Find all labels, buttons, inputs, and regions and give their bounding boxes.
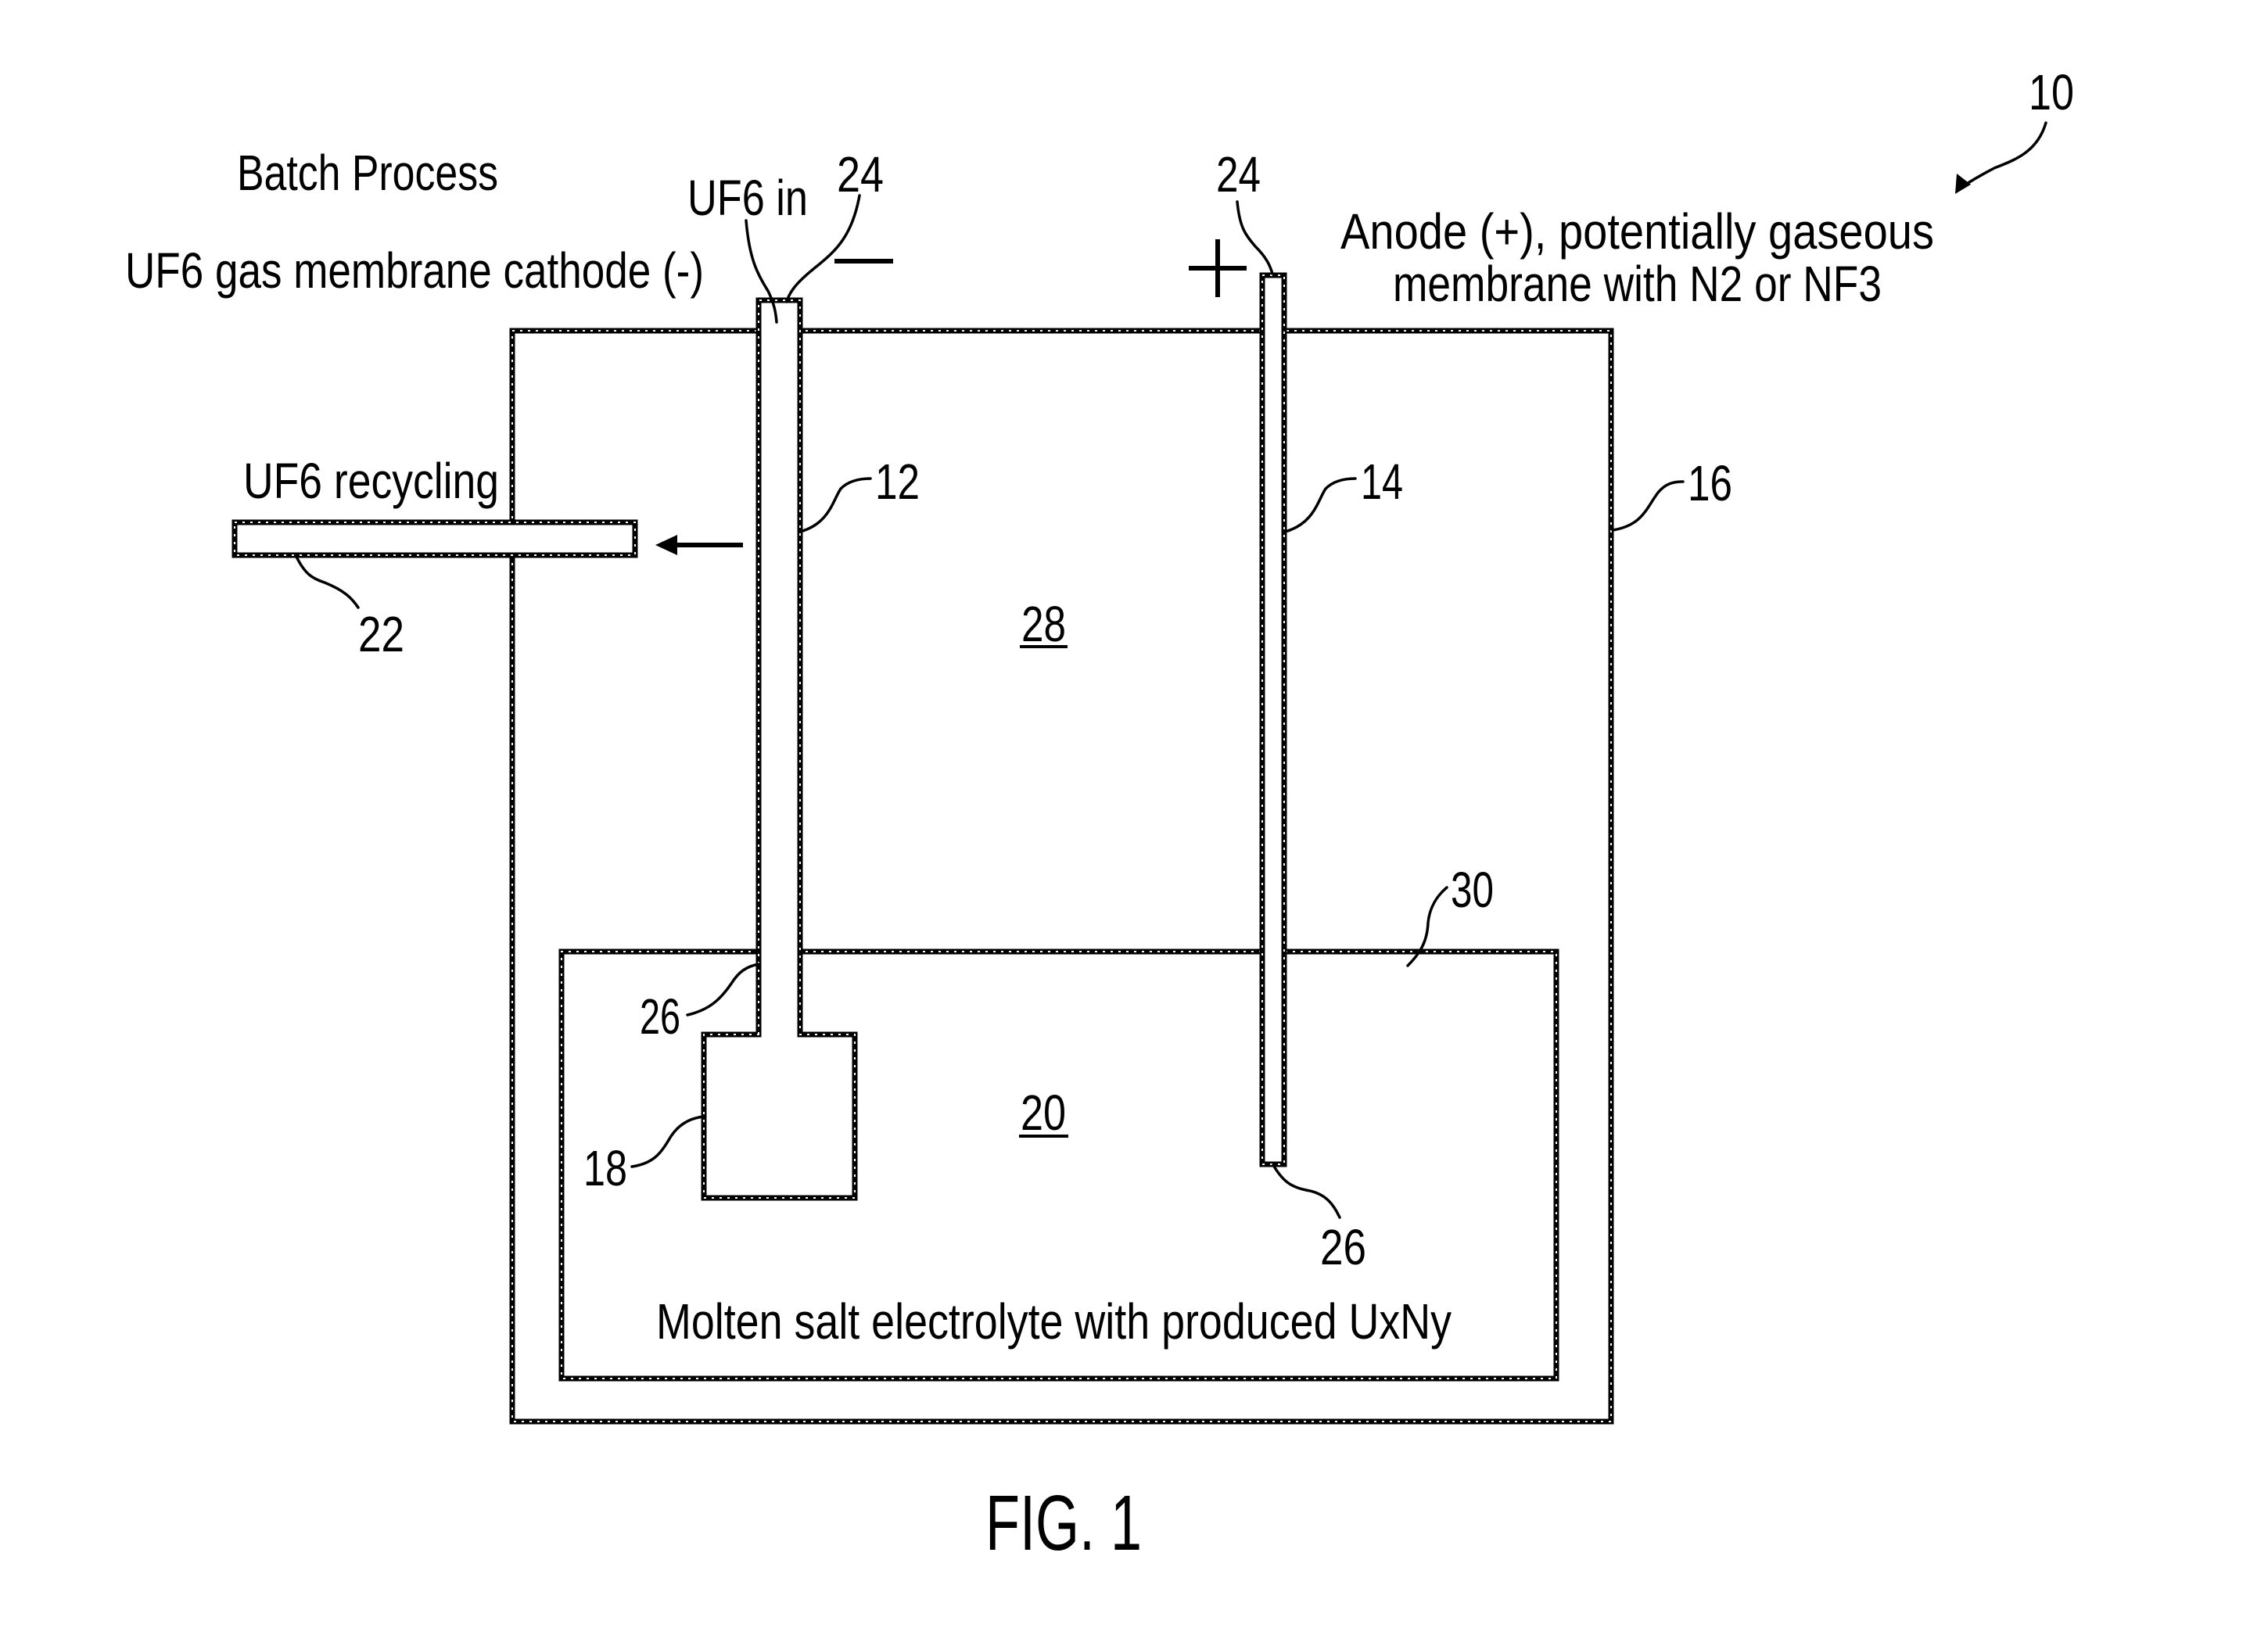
numeral-26-anode: 26: [1320, 1219, 1366, 1275]
leader-26-cathode: [686, 963, 760, 1016]
anode-description-line2: membrane with N2 or NF3: [1393, 256, 1882, 312]
numeral-24-anode: 24: [1216, 146, 1261, 203]
leader-24-cathode: [785, 194, 861, 303]
numeral-16: 16: [1688, 455, 1732, 511]
uf6-in-label: UF6 in: [687, 170, 808, 226]
batch-process-label: Batch Process: [237, 145, 498, 201]
numeral-20: 20: [1021, 1085, 1066, 1141]
uf6-recycling-label: UF6 recycling: [243, 453, 499, 509]
leader-10: [1959, 121, 2047, 189]
leader-uf6-in: [745, 219, 778, 324]
cathode-assembly: [701, 297, 858, 1201]
leader-12: [798, 477, 872, 533]
electrolyte-bath: [558, 948, 1559, 1382]
electrolyte-description: Molten salt electrolyte with produced Ux…: [656, 1293, 1452, 1350]
numeral-18: 18: [583, 1140, 627, 1196]
anode-tube: [1259, 272, 1287, 1167]
numeral-12: 12: [875, 454, 920, 510]
arrowhead-10-icon: [1955, 174, 1971, 194]
numeral-24-cathode: 24: [837, 146, 884, 203]
leader-30: [1406, 886, 1448, 967]
numeral-22: 22: [358, 606, 404, 662]
cathode-description: UF6 gas membrane cathode (-): [125, 242, 704, 299]
outer-container: [509, 328, 1614, 1425]
leader-26-anode: [1272, 1164, 1341, 1219]
figure-caption: FIG. 1: [985, 1479, 1142, 1567]
recycling-pipe: [231, 519, 638, 558]
anode-description-line1: Anode (+), potentially gaseous: [1340, 203, 1934, 260]
leader-22: [294, 554, 360, 609]
leader-24-anode: [1236, 200, 1274, 275]
leader-14: [1283, 477, 1357, 533]
flow-arrow-left-icon: [655, 535, 743, 555]
leader-18: [630, 1115, 705, 1168]
numeral-26-cathode: 26: [640, 988, 680, 1045]
numeral-10: 10: [2029, 64, 2074, 120]
numeral-28: 28: [1021, 596, 1066, 652]
plus-sign-icon: [1189, 239, 1247, 297]
numeral-14: 14: [1361, 454, 1403, 510]
numeral-30: 30: [1451, 862, 1494, 918]
leader-16: [1611, 480, 1685, 532]
